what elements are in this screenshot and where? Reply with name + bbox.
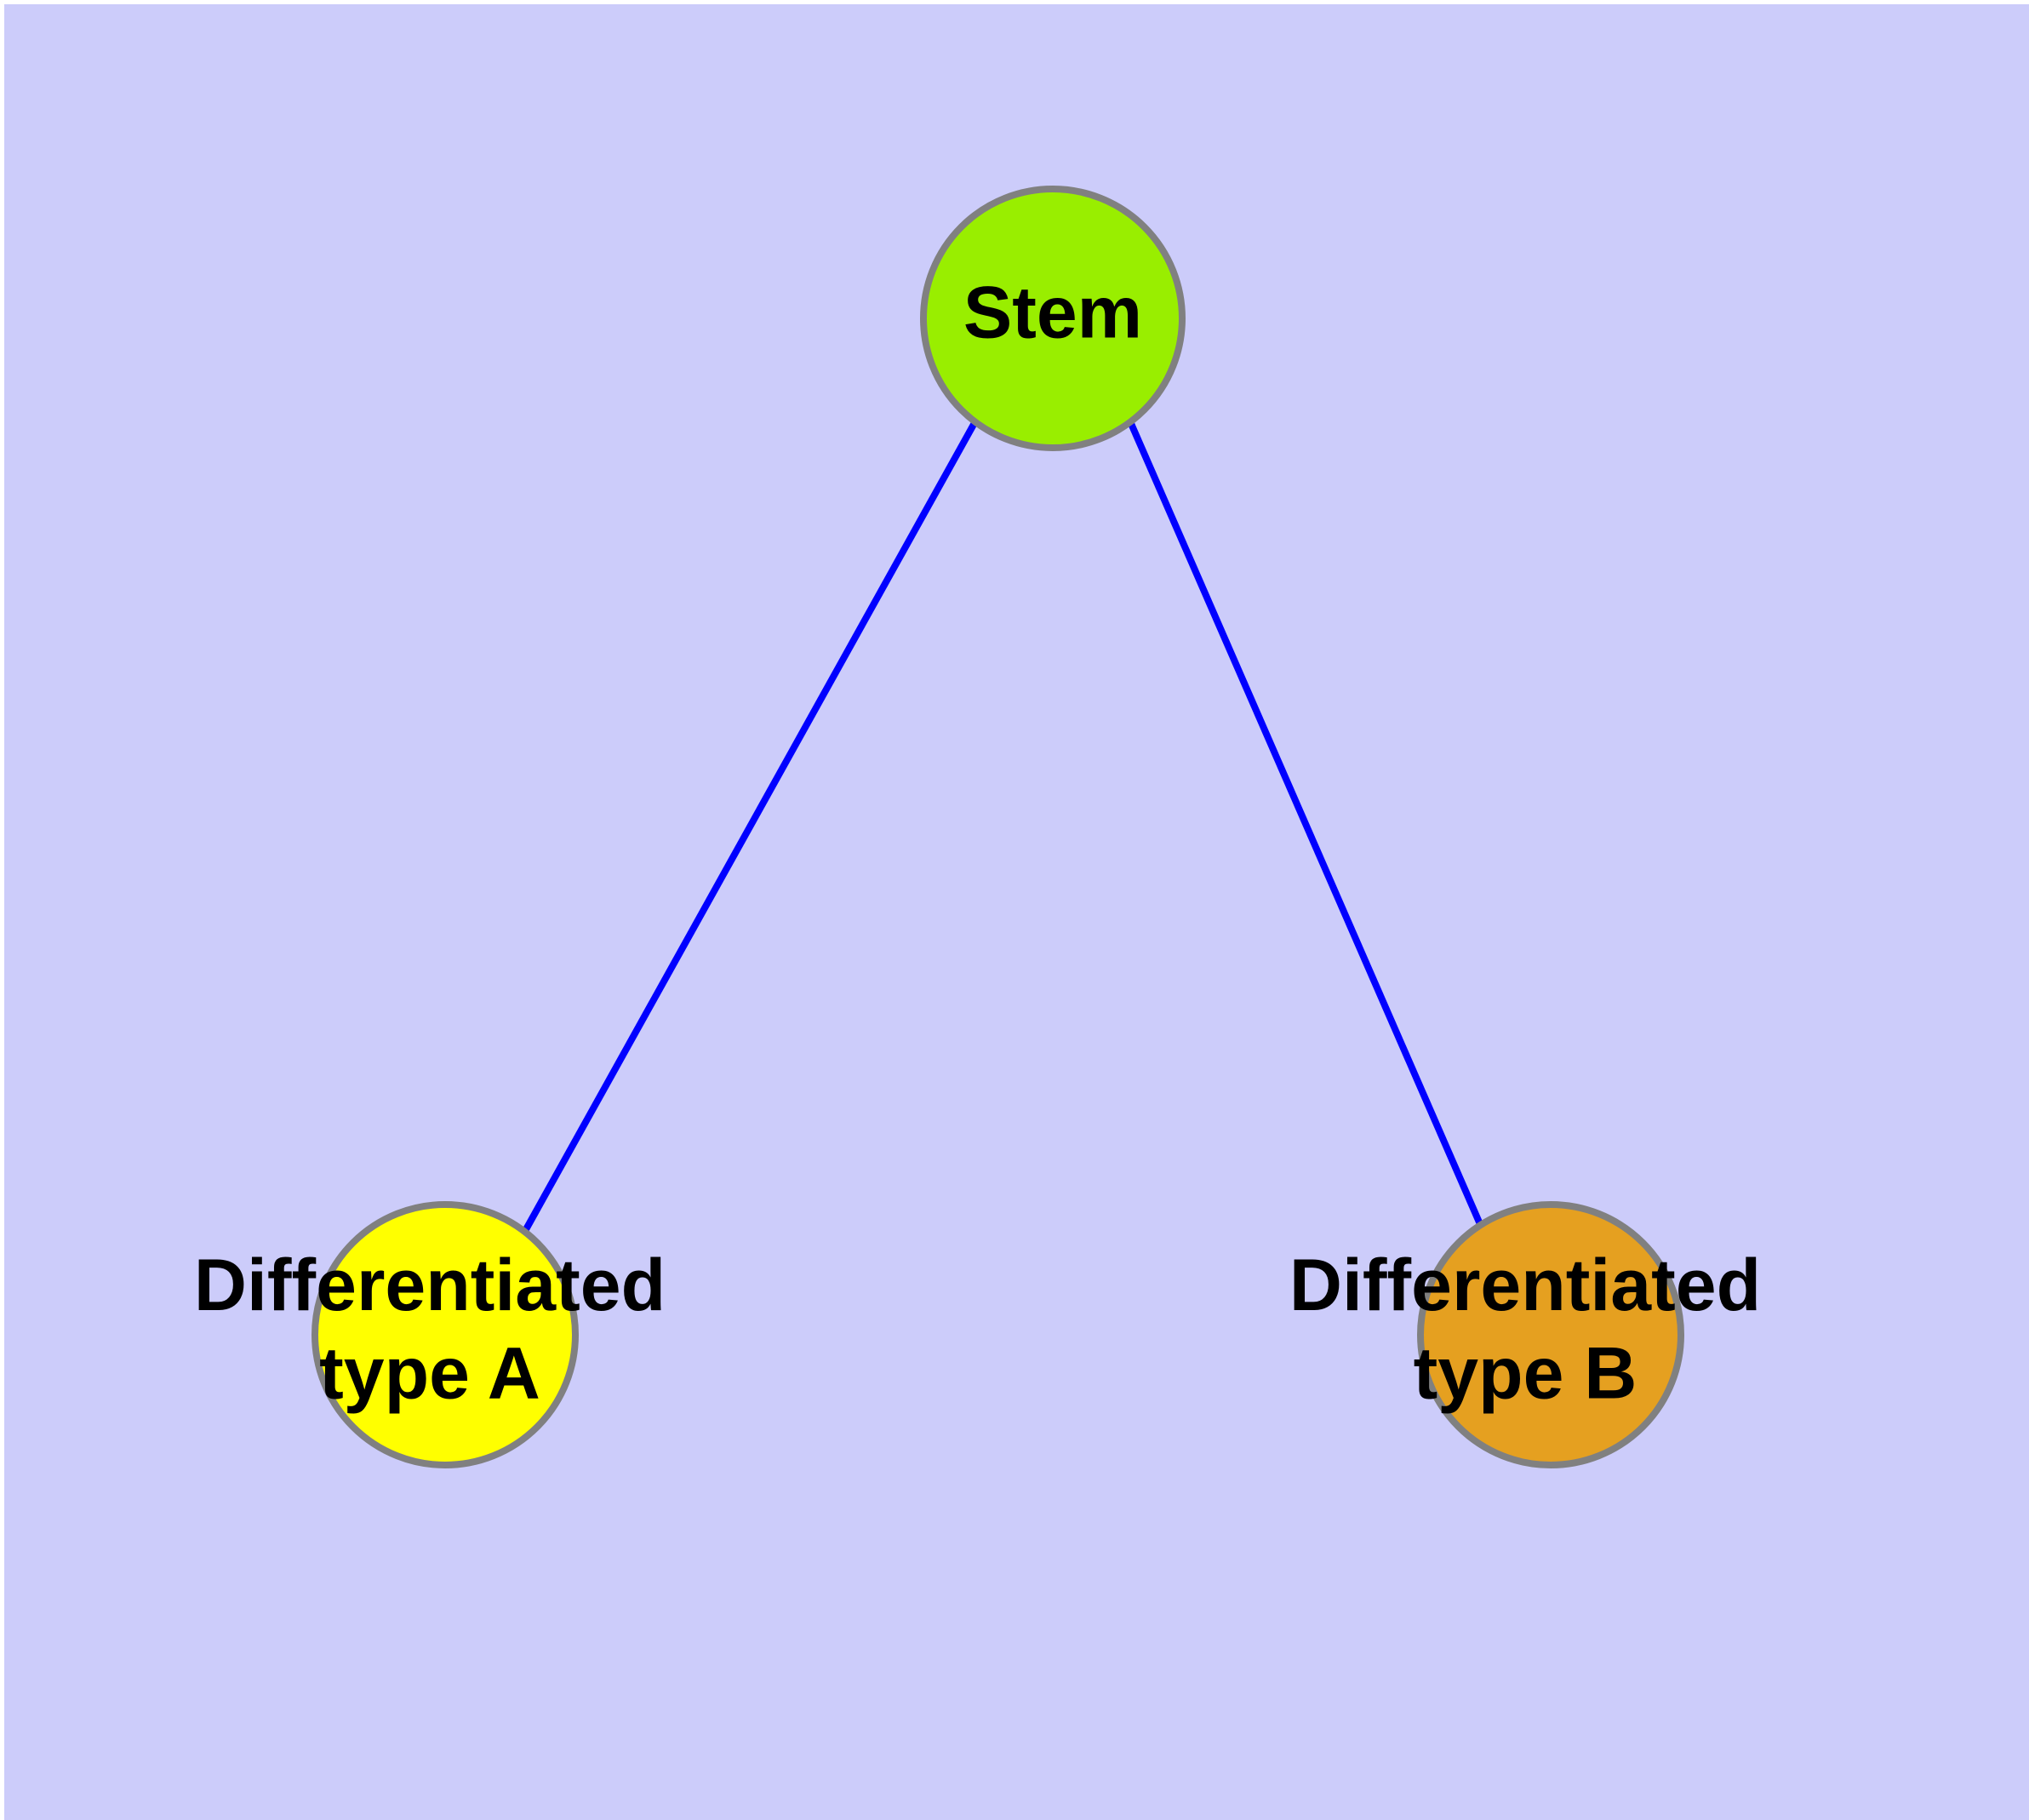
node-differentiated-type-b-circle[interactable]	[1417, 1201, 1684, 1468]
node-differentiated-type-a-label-line1: Differentiated	[194, 1245, 666, 1326]
node-label-layer: Stem Differentiated type A Differentiate…	[194, 272, 1761, 1415]
node-differentiated-type-a-circle[interactable]	[311, 1201, 579, 1468]
node-differentiated-type-b-label-line1: Differentiated	[1289, 1245, 1761, 1326]
node-differentiated-type-a-label-line2: type A	[319, 1332, 540, 1414]
edge-stem-to-differentiated-type-a[interactable]	[522, 420, 979, 1233]
edge-layer	[522, 418, 1483, 1233]
node-shape-layer	[311, 186, 1684, 1468]
edge-stem-to-differentiated-type-b[interactable]	[1126, 418, 1483, 1226]
node-differentiated-type-b-label-line2: type B	[1414, 1332, 1637, 1414]
node-stem-circle[interactable]	[920, 186, 1186, 451]
node-stem-label: Stem	[963, 272, 1142, 354]
